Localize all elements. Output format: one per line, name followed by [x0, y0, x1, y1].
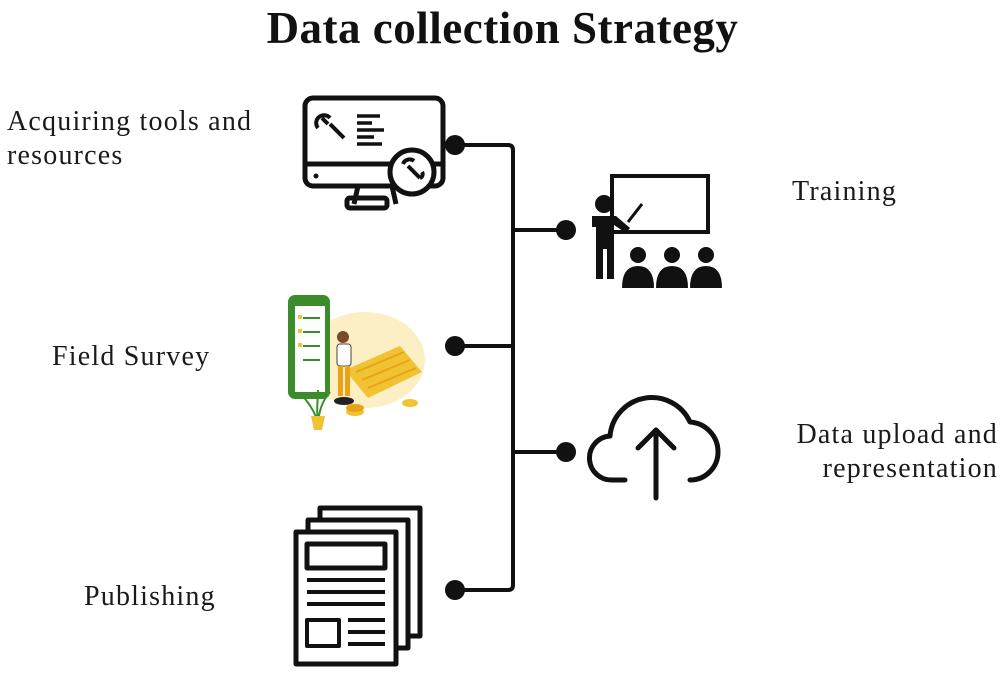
dot-publishing: [445, 580, 465, 600]
label-line: Field Survey: [52, 341, 211, 372]
presenter-audience-icon: [592, 174, 722, 288]
label-publishing: Publishing: [84, 580, 216, 614]
label-acquiring-tools: Acquiring tools and resources: [7, 105, 252, 173]
main-trunk-line: [453, 143, 515, 592]
label-data-upload: Data upload and representation: [740, 418, 998, 486]
diagram-title: Data collection Strategy: [266, 3, 739, 53]
field-survey-illustration: [288, 295, 425, 430]
cloud-upload-icon: [587, 395, 721, 501]
label-line: Training: [792, 176, 898, 207]
label-line: Data upload and: [796, 419, 998, 450]
dot-acquiring: [445, 135, 465, 155]
label-line: representation: [822, 453, 998, 484]
dot-field-survey: [445, 336, 465, 356]
label-line: Acquiring tools and: [7, 106, 253, 137]
label-line: Publishing: [84, 581, 216, 612]
connector-dots: [445, 135, 576, 600]
dot-training: [556, 220, 576, 240]
documents-stack-icon: [293, 505, 423, 667]
connector-lines: [453, 143, 568, 592]
label-line: resources: [7, 140, 124, 171]
label-field-survey: Field Survey: [52, 340, 210, 374]
dot-data-upload: [556, 442, 576, 462]
label-training: Training: [792, 175, 897, 209]
computer-settings-icon: [302, 95, 446, 211]
